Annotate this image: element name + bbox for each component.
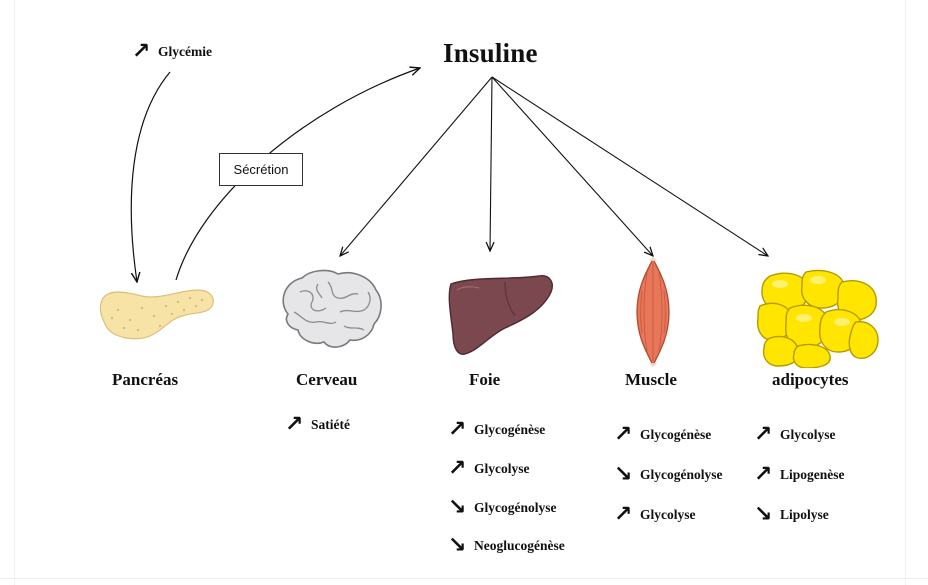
muscle-label: Muscle: [625, 370, 677, 390]
insuline-title: Insuline: [443, 38, 538, 69]
insuline-to-muscle-arrow: [492, 77, 653, 256]
cerveau-label: Cerveau: [296, 370, 357, 390]
glycemie-to-pancreas-arrow: [131, 72, 170, 282]
foie-label: Foie: [469, 370, 500, 390]
adipocytes-effect: ↗Glycolyse: [754, 427, 836, 443]
effect-arrow-icon: ↘: [448, 501, 474, 515]
effect-text: Glycolyse: [474, 461, 530, 476]
effect-arrow-icon: ↗: [754, 428, 780, 442]
effect-arrow-icon: ↗: [614, 508, 640, 522]
adipocytes-label: adipocytes: [772, 370, 849, 390]
effect-arrow-icon: ↗: [285, 418, 311, 432]
insuline-to-cerveau-arrow: [340, 77, 492, 256]
muscle-effect: ↗Glycolyse: [614, 507, 696, 523]
secretion-box: Sécrétion: [219, 153, 303, 186]
insuline-to-foie-arrow: [490, 77, 492, 251]
adipocytes-effect: ↗Lipogenèse: [754, 467, 845, 483]
effect-text: Glycogénolyse: [474, 500, 557, 515]
effect-text: Glycolyse: [640, 507, 696, 522]
effect-arrow-icon: ↘: [754, 508, 780, 522]
effect-text: Glycogénolyse: [640, 467, 723, 482]
effect-arrow-icon: ↗: [448, 423, 474, 437]
effect-text: Satiété: [311, 417, 350, 432]
liver-icon: [443, 272, 555, 360]
effect-arrow-icon: ↗: [754, 468, 780, 482]
effect-arrow-icon: ↘: [448, 539, 474, 553]
effect-text: Neoglucogénèse: [474, 538, 565, 553]
effect-arrow-icon: ↗: [448, 462, 474, 476]
effect-text: Glycogénèse: [640, 427, 711, 442]
muscle-effect: ↗Glycogénèse: [614, 427, 711, 443]
foie-effect: ↗Glycogénèse: [448, 422, 545, 438]
insuline-to-adipocytes-arrow: [492, 77, 768, 256]
adipocytes-icon: [756, 268, 880, 368]
glycemie-text: Glycémie: [158, 44, 212, 59]
effect-text: Glycogénèse: [474, 422, 545, 437]
effect-arrow-icon: ↘: [614, 468, 640, 482]
increase-arrow-icon: ↗: [132, 45, 158, 59]
foie-effect: ↘Neoglucogénèse: [448, 538, 565, 554]
effect-text: Lipolyse: [780, 507, 829, 522]
adipocytes-effect: ↘Lipolyse: [754, 507, 829, 523]
muscle-effect: ↘Glycogénolyse: [614, 467, 723, 483]
effect-text: Glycolyse: [780, 427, 836, 442]
pancreas-label: Pancréas: [112, 370, 178, 390]
muscle-icon: [633, 257, 673, 367]
foie-effect: ↘Glycogénolyse: [448, 500, 557, 516]
glycemie-label: ↗Glycémie: [132, 44, 212, 60]
effect-text: Lipogenèse: [780, 467, 845, 482]
brain-icon: [278, 268, 384, 352]
pancreas-icon: [98, 282, 218, 344]
foie-effect: ↗Glycolyse: [448, 461, 530, 477]
cerveau-effect: ↗Satiété: [285, 417, 350, 433]
effect-arrow-icon: ↗: [614, 428, 640, 442]
